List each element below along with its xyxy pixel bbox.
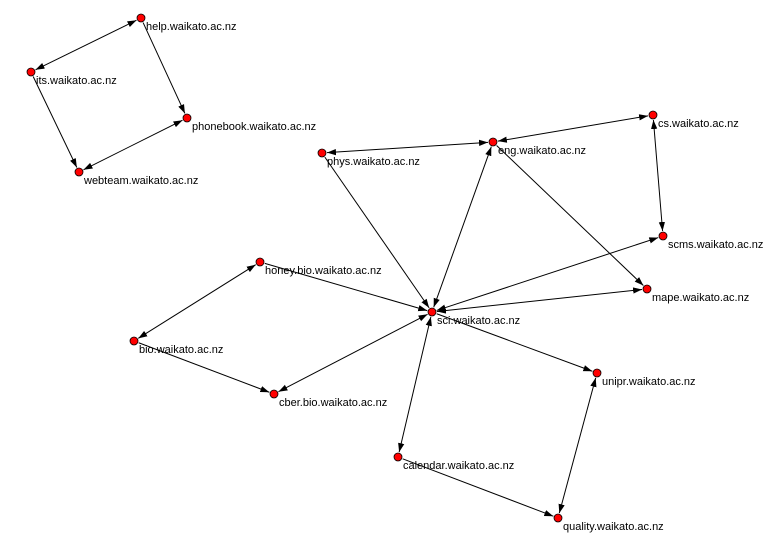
node-dot[interactable] bbox=[269, 389, 279, 399]
node-label: bio.waikato.ac.nz bbox=[139, 344, 223, 356]
edge-sci-unipr bbox=[436, 313, 593, 372]
edge-eng-cs bbox=[497, 114, 649, 143]
nodes-layer: help.waikato.ac.nz its.waikato.ac.nz phone… bbox=[26, 13, 763, 533]
node-dot[interactable] bbox=[74, 167, 84, 177]
node-dot[interactable] bbox=[658, 231, 668, 241]
node-label: its.waikato.ac.nz bbox=[36, 75, 117, 87]
node-label: phonebook.waikato.ac.nz bbox=[192, 121, 316, 133]
edge-unipr-quality bbox=[558, 377, 597, 514]
node-webteam[interactable]: webteam.waikato.ac.nz bbox=[74, 167, 198, 187]
node-label: quality.waikato.ac.nz bbox=[563, 521, 664, 533]
node-help[interactable]: help.waikato.ac.nz bbox=[136, 13, 237, 33]
node-label: sci.waikato.ac.nz bbox=[437, 315, 520, 327]
node-dot[interactable] bbox=[648, 110, 658, 120]
edge-help-phonebook bbox=[142, 22, 186, 114]
edges-layer bbox=[32, 19, 665, 517]
edge-bio-cber bbox=[138, 342, 270, 393]
edge-sci-calendar bbox=[398, 316, 432, 453]
edge-sci-cber bbox=[278, 313, 428, 393]
edge-webteam-phonebook bbox=[83, 119, 183, 171]
node-dot[interactable] bbox=[136, 13, 146, 23]
edge-its-help bbox=[35, 19, 137, 71]
node-label: mape.waikato.ac.nz bbox=[652, 292, 749, 304]
edge-phys-eng bbox=[326, 139, 489, 156]
node-label: help.waikato.ac.nz bbox=[146, 21, 237, 33]
edge-phys-sci bbox=[324, 156, 430, 309]
node-scms[interactable]: scms.waikato.ac.nz bbox=[658, 231, 763, 251]
node-dot[interactable] bbox=[255, 257, 265, 267]
node-cber[interactable]: cber.bio.waikato.ac.nz bbox=[269, 389, 387, 409]
node-dot[interactable] bbox=[553, 513, 563, 523]
node-dot[interactable] bbox=[317, 148, 327, 158]
node-dot[interactable] bbox=[592, 368, 602, 378]
node-label: phys.waikato.ac.nz bbox=[327, 156, 420, 168]
edge-sci-mape bbox=[436, 287, 643, 314]
node-dot[interactable] bbox=[393, 452, 403, 462]
node-dot[interactable] bbox=[642, 284, 652, 294]
node-eng[interactable]: eng.waikato.ac.nz bbox=[488, 137, 586, 157]
node-unipr[interactable]: unipr.waikato.ac.nz bbox=[592, 368, 696, 388]
node-dot[interactable] bbox=[129, 336, 139, 346]
node-cs[interactable]: cs.waikato.ac.nz bbox=[648, 110, 739, 130]
edge-its-webteam bbox=[32, 76, 78, 168]
node-dot[interactable] bbox=[427, 307, 437, 317]
node-dot[interactable] bbox=[182, 113, 192, 123]
node-label: cber.bio.waikato.ac.nz bbox=[279, 397, 387, 409]
edge-bio-honey bbox=[137, 264, 257, 339]
node-label: calendar.waikato.ac.nz bbox=[403, 460, 514, 472]
node-dot[interactable] bbox=[488, 137, 498, 147]
node-calendar[interactable]: calendar.waikato.ac.nz bbox=[393, 452, 514, 472]
node-phonebook[interactable]: phonebook.waikato.ac.nz bbox=[182, 113, 316, 133]
node-label: eng.waikato.ac.nz bbox=[498, 145, 586, 157]
node-dot[interactable] bbox=[26, 67, 36, 77]
node-label: cs.waikato.ac.nz bbox=[658, 118, 739, 130]
node-honey[interactable]: honey.bio.waikato.ac.nz bbox=[255, 257, 382, 277]
node-its[interactable]: its.waikato.ac.nz bbox=[26, 67, 117, 87]
edge-calendar-quality bbox=[402, 458, 554, 517]
node-phys[interactable]: phys.waikato.ac.nz bbox=[317, 148, 420, 168]
node-label: unipr.waikato.ac.nz bbox=[602, 376, 696, 388]
node-label: scms.waikato.ac.nz bbox=[668, 239, 763, 251]
edge-eng-mape bbox=[496, 145, 644, 286]
node-bio[interactable]: bio.waikato.ac.nz bbox=[129, 336, 223, 356]
edge-honey-sci bbox=[264, 262, 428, 312]
node-label: webteam.waikato.ac.nz bbox=[83, 175, 198, 187]
node-sci[interactable]: sci.waikato.ac.nz bbox=[427, 307, 520, 327]
node-mape[interactable]: mape.waikato.ac.nz bbox=[642, 284, 749, 304]
edge-sci-eng bbox=[433, 146, 492, 308]
node-quality[interactable]: quality.waikato.ac.nz bbox=[553, 513, 664, 533]
node-label: honey.bio.waikato.ac.nz bbox=[265, 265, 382, 277]
edge-cs-scms bbox=[651, 119, 665, 232]
